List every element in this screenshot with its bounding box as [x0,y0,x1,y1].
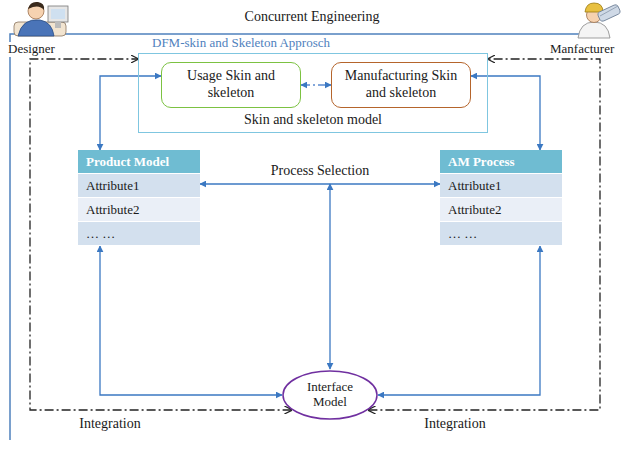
frame-line [10,34,596,440]
model-box: Skin and skeleton model Usage Skin and sk… [138,53,488,133]
role-label: Designer [6,42,57,57]
table-cell: … … [78,222,200,246]
arrow-connector [378,246,540,395]
arrow-connector [200,183,440,184]
dashdot-connector [30,59,292,410]
arrow-connector [100,76,161,150]
edge-label: Integration [77,416,142,432]
arrow-connector [471,76,540,150]
process-table: AM ProcessAttribute1Attribute2… … [440,150,562,246]
group-title: Skin and skeleton model [139,112,487,128]
table-cell: Attribute1 [78,174,200,198]
product-table: Product ModelAttribute1Attribute2… … [78,150,200,246]
manufacturing-box: Manufacturing Skin and skeleton [331,62,471,108]
dashdot-connector [368,59,600,410]
table-cell: Attribute2 [78,198,200,222]
table-header: Product Model [78,150,200,174]
designer-icon [14,2,68,36]
box-label: Usage Skin and skeleton [168,68,294,102]
interface-ellipse: Interface Model [282,370,378,420]
usage-box: Usage Skin and skeleton [161,62,301,108]
table-cell: … … [440,222,562,246]
approach-title: DFM-skin and Skeleton Approsch [150,36,332,51]
manufacturer-icon [578,3,621,38]
dashdot-connector [301,84,331,85]
selection-arrow [329,184,330,369]
role-label: Manfacturer [548,42,616,57]
edge-label: Integration [422,416,487,432]
table-cell: Attribute2 [440,198,562,222]
table-header: AM Process [440,150,562,174]
table-cell: Attribute1 [440,174,562,198]
frame-title: Concurrent Engineering [243,9,382,25]
edge-label: Process Selection [269,163,371,179]
box-label: Manufacturing Skin and skeleton [338,68,464,102]
ellipse-label: Interface Model [297,380,363,410]
arrow-connector [100,246,282,395]
